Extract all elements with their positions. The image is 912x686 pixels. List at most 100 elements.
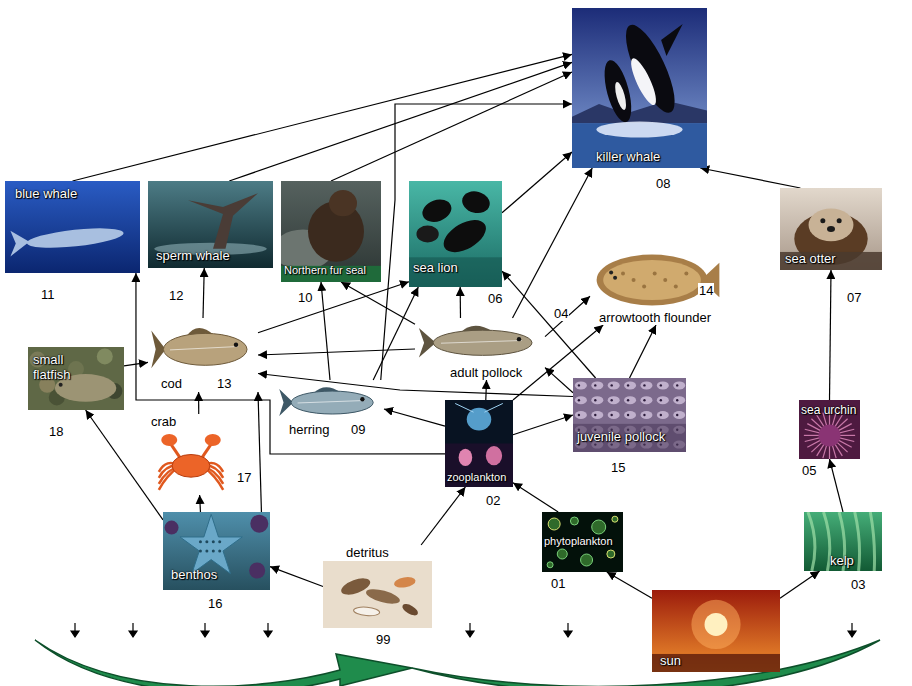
art-shape [608, 396, 620, 404]
callout-number: 06 [487, 291, 503, 306]
species-box: killer whale08 [572, 8, 707, 168]
art-shape [557, 549, 567, 559]
callout-number: 12 [168, 288, 184, 303]
art-shape [572, 101, 707, 123]
art-shape [827, 226, 835, 232]
species-label: sun [660, 653, 681, 668]
art-shape [575, 411, 587, 419]
species-label: kelp [830, 553, 854, 568]
art-shape [542, 512, 623, 572]
art-shape [409, 181, 502, 287]
feeding-arrow [381, 104, 572, 380]
art-shape [640, 381, 652, 389]
art-shape [837, 218, 842, 223]
callout-number: 13 [216, 376, 232, 391]
art-shape [643, 399, 645, 401]
art-shape [676, 384, 678, 386]
species-label: sea lion [413, 260, 458, 275]
art-shape [824, 512, 830, 571]
down-arrow [264, 623, 272, 637]
callout-number: 04 [553, 306, 569, 321]
callout-number: 17 [236, 470, 252, 485]
species-label: cod [160, 376, 183, 391]
art-shape [627, 414, 629, 416]
art-shape [298, 401, 365, 403]
art-shape [799, 400, 860, 459]
art-shape [596, 122, 682, 138]
art-shape [578, 414, 580, 416]
art-shape [657, 411, 669, 419]
art-shape [819, 424, 841, 446]
species-label: Northern fur seal [284, 263, 366, 278]
species-box: crab17 [148, 414, 234, 495]
art-shape [5, 181, 140, 273]
art-shape [691, 600, 740, 649]
art-shape [624, 396, 636, 404]
art-shape [627, 56, 661, 108]
species-label: adult pollock [449, 365, 523, 380]
feeding-arrow [513, 168, 593, 318]
art-shape [419, 196, 454, 226]
art-shape [627, 384, 629, 386]
art-shape [632, 278, 636, 282]
feeding-arrow [258, 374, 573, 397]
feeding-arrow [258, 392, 261, 512]
callout-number: 18 [48, 424, 64, 439]
art-shape [445, 400, 513, 487]
species-label: benthos [171, 567, 217, 582]
art-shape [624, 411, 636, 419]
art-shape [809, 209, 854, 242]
down-arrow [466, 623, 474, 637]
art-shape [591, 381, 603, 389]
feeding-arrow [229, 62, 572, 181]
species-label: arrowtooth flounder [598, 310, 712, 325]
species-label: sea urchin [801, 403, 856, 418]
art-shape [804, 512, 882, 571]
feeding-arrow [485, 380, 487, 400]
art-shape [548, 518, 560, 530]
art-shape [97, 348, 113, 364]
art-shape [575, 381, 587, 389]
feeding-arrow [321, 282, 330, 380]
species-label: detritus [345, 545, 390, 560]
callout-number: 99 [375, 632, 391, 647]
species-box: Northern fur seal10 [281, 181, 381, 282]
feeding-arrow [270, 567, 323, 587]
art-shape [249, 563, 265, 579]
callout-number: 09 [350, 422, 366, 437]
art-shape [603, 260, 701, 300]
down-arrow [564, 623, 572, 637]
callout-number: 14 [698, 283, 714, 298]
art-shape [573, 378, 686, 452]
species-box: sea lion06 [409, 181, 502, 287]
species-box: juvenile pollock15 [573, 378, 686, 452]
down-arrow [129, 623, 137, 637]
species-label: phytoplankton [544, 534, 613, 549]
art-shape [172, 455, 210, 478]
art-shape [855, 512, 860, 571]
art-shape [608, 411, 620, 419]
art-shape [205, 550, 208, 553]
art-shape [572, 8, 707, 168]
feeding-arrow [502, 152, 572, 213]
art-shape [165, 521, 179, 535]
art-shape [212, 550, 215, 553]
species-label: herring [288, 422, 330, 437]
art-shape [607, 550, 615, 558]
art-shape [592, 520, 606, 534]
feeding-arrow [73, 54, 573, 181]
art-shape [640, 396, 652, 404]
art-shape [148, 181, 273, 268]
art-shape [26, 225, 124, 252]
art-shape [401, 602, 420, 618]
callout-number: 02 [485, 493, 501, 508]
species-picture [572, 8, 707, 168]
art-shape [570, 517, 578, 525]
art-shape [433, 330, 532, 355]
art-shape [323, 561, 432, 628]
art-shape [161, 434, 177, 446]
art-shape [780, 252, 882, 270]
feeding-arrow [830, 270, 832, 400]
art-shape [652, 654, 780, 672]
feeding-arrow [502, 271, 596, 378]
